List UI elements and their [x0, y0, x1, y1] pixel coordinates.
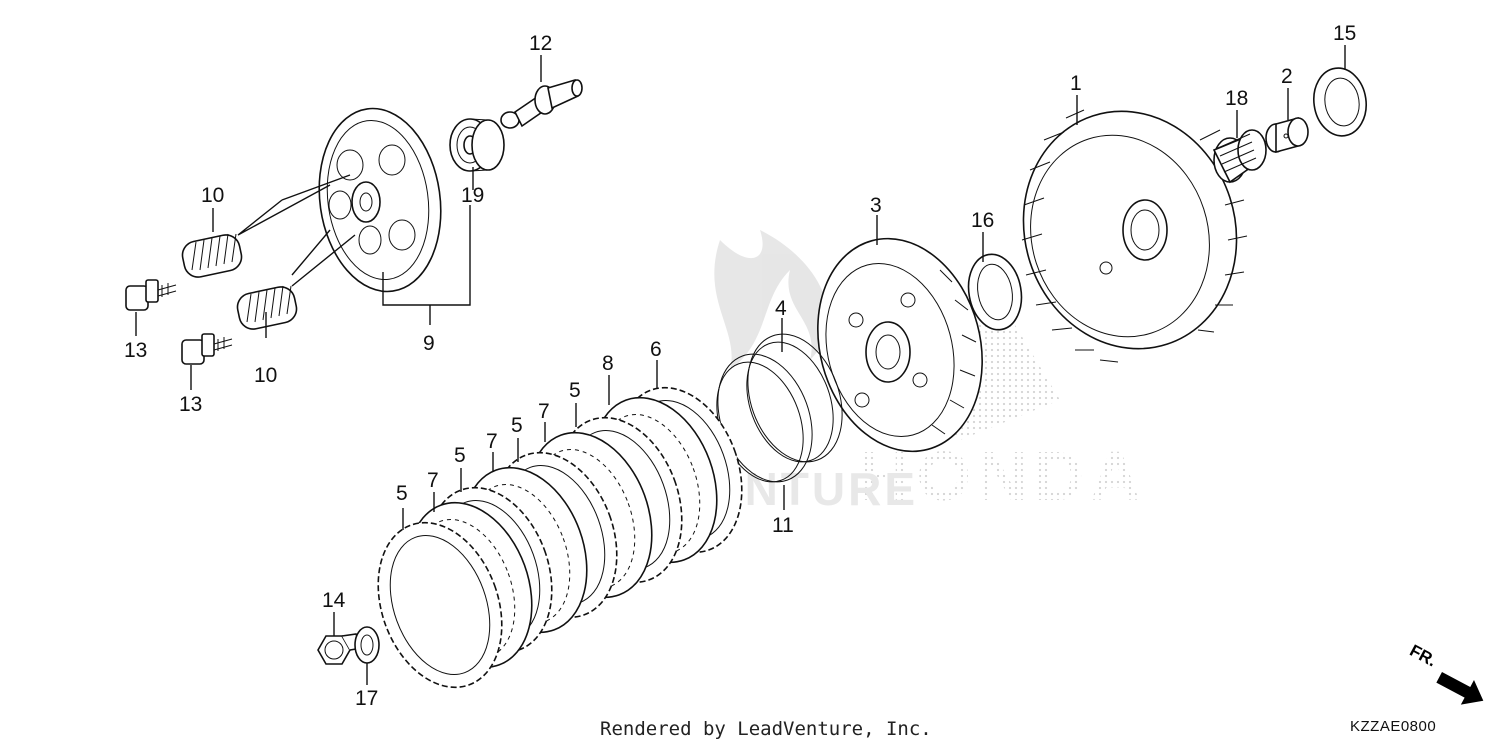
callout-10-a: 10 — [201, 184, 224, 207]
disc-5-4 — [377, 521, 503, 689]
front-label: FR. — [1407, 641, 1440, 671]
callout-10-b: 10 — [254, 364, 277, 387]
callout-2: 2 — [1281, 65, 1293, 88]
callout-8: 8 — [602, 352, 614, 375]
callout-7-a: 7 — [427, 469, 439, 492]
callout-13-a: 13 — [124, 339, 147, 362]
callout-11: 11 — [772, 514, 794, 537]
clutch-spring-lower — [236, 285, 298, 330]
arrow-right-icon — [1436, 671, 1484, 705]
clutch-center — [817, 237, 983, 453]
needle-bearing — [1212, 129, 1267, 184]
front-direction-indicator: FR. — [1407, 641, 1484, 705]
callout-7-c: 7 — [538, 400, 550, 423]
callout-4: 4 — [775, 297, 787, 320]
callout-3: 3 — [870, 194, 882, 217]
collar — [1265, 116, 1309, 154]
callout-5-d: 5 — [569, 379, 581, 402]
callout-18: 18 — [1225, 87, 1248, 110]
bearing — [449, 118, 505, 172]
callout-1: 1 — [1070, 72, 1082, 95]
callout-7-b: 7 — [486, 430, 498, 453]
callout-labels: 1 2 3 4 5 5 5 5 6 7 7 7 8 9 10 10 11 12 … — [124, 22, 1356, 710]
judder-spring-4 — [746, 333, 843, 463]
callout-5-c: 5 — [511, 414, 523, 437]
thrust-washer — [967, 253, 1023, 331]
clutch-outer — [1021, 109, 1248, 363]
pressure-plate — [318, 107, 442, 293]
washer-17 — [354, 626, 380, 664]
callout-9: 9 — [423, 332, 435, 355]
lifter-rod — [500, 78, 583, 129]
callout-6: 6 — [650, 338, 662, 361]
lock-nut — [317, 633, 364, 665]
callout-14: 14 — [322, 589, 346, 612]
bolt-upper — [125, 279, 177, 311]
callout-19: 19 — [461, 184, 484, 207]
callout-16: 16 — [971, 209, 994, 232]
diagram-code: KZZAE0800 — [1350, 718, 1437, 735]
callout-13-b: 13 — [179, 393, 202, 416]
callout-5-a: 5 — [396, 482, 408, 505]
callout-15: 15 — [1333, 22, 1356, 45]
rendered-by-credit: Rendered by LeadVenture, Inc. — [600, 718, 932, 740]
callout-12: 12 — [529, 32, 552, 55]
callout-5-b: 5 — [454, 444, 466, 467]
leader-lines — [135, 45, 1346, 685]
bolt-lower — [181, 333, 233, 365]
clutch-spring-upper — [181, 233, 243, 278]
callout-17: 17 — [355, 687, 378, 710]
washer-15 — [1313, 67, 1367, 137]
